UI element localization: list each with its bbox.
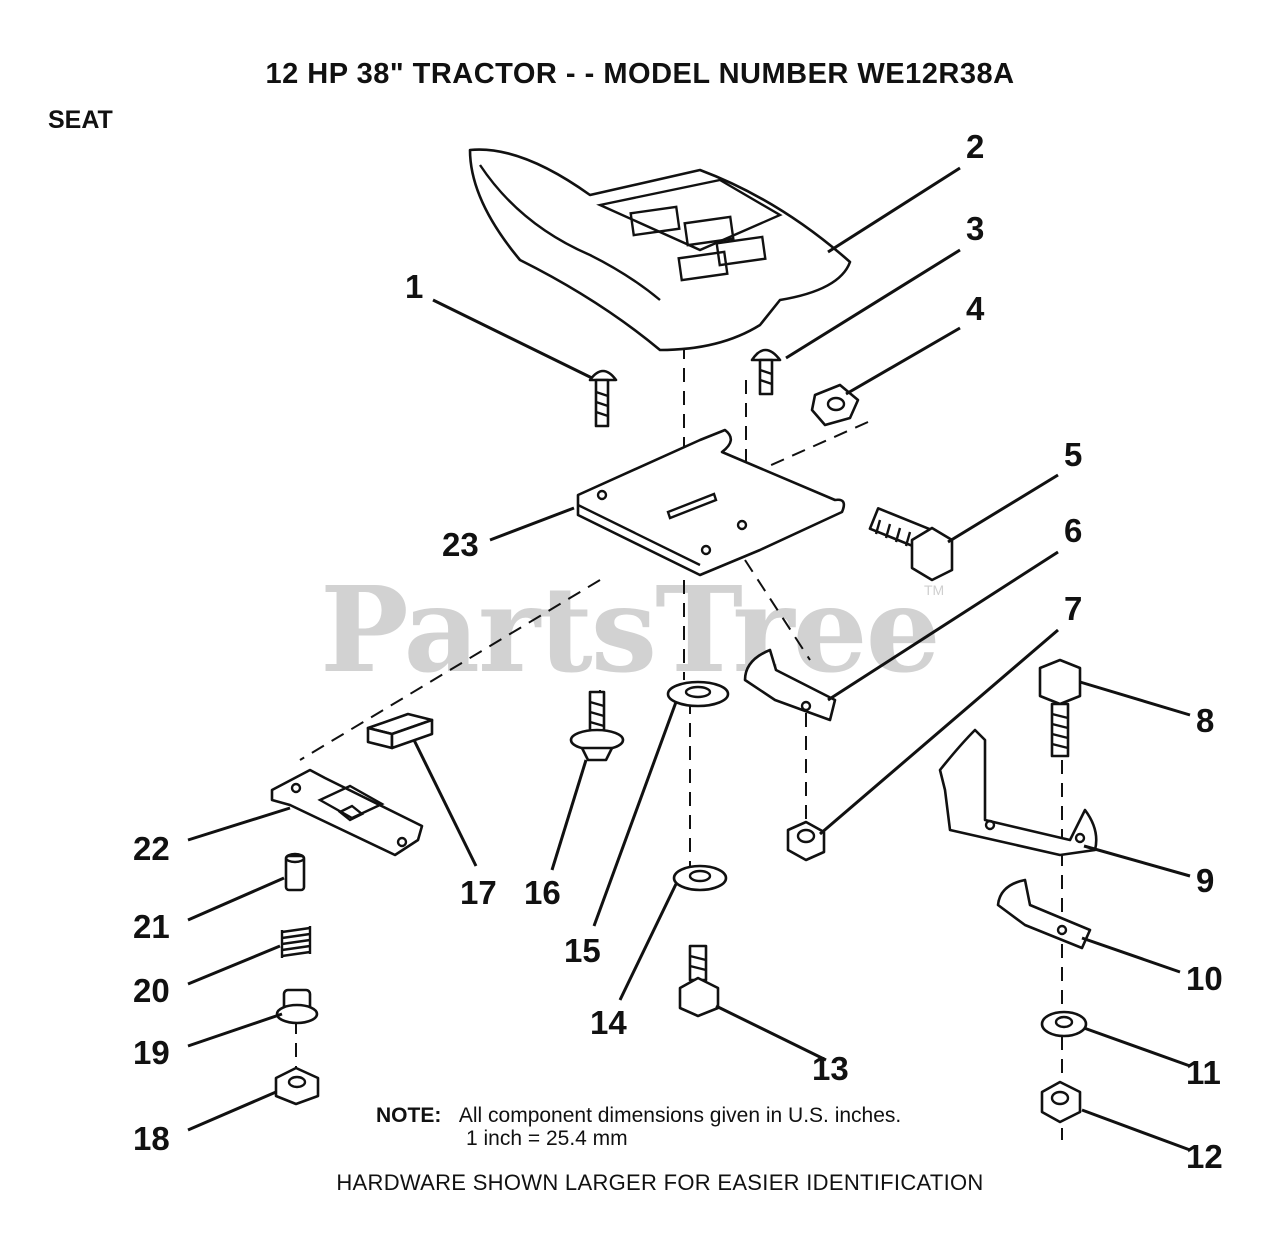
screw-part xyxy=(750,348,782,396)
nut-2-part xyxy=(1040,1080,1082,1124)
hex-bolt-part xyxy=(868,507,954,582)
hex-bolt-2-part xyxy=(678,944,720,1018)
pin-part xyxy=(284,852,306,892)
carriage-bolt-part xyxy=(588,369,618,428)
seat-part xyxy=(468,148,852,352)
callout-23: 23 xyxy=(442,526,479,563)
washer-3-part xyxy=(666,680,730,708)
callout-11: 11 xyxy=(1186,1054,1221,1091)
callout-14: 14 xyxy=(590,1004,627,1041)
callout-13: 13 xyxy=(812,1050,849,1087)
section-title: SEAT xyxy=(48,106,113,134)
callout-6: 6 xyxy=(1064,512,1083,549)
callout-10: 10 xyxy=(1186,960,1223,997)
callout-22: 22 xyxy=(133,830,170,867)
callout-21: 21 xyxy=(133,908,170,945)
washer-part xyxy=(1040,1010,1088,1038)
callout-7: 7 xyxy=(1064,590,1083,627)
shoulder-bolt-part xyxy=(1038,658,1082,758)
watermark-tm: TM xyxy=(924,582,945,598)
callout-2: 2 xyxy=(966,128,985,165)
clip-part xyxy=(743,648,837,722)
page-title: 12 HP 38" TRACTOR - - MODEL NUMBER WE12R… xyxy=(265,58,1015,90)
leader-lines xyxy=(187,166,1191,1152)
bushing-part xyxy=(275,988,319,1025)
slide-plate-part xyxy=(270,768,424,857)
callout-12: 12 xyxy=(1186,1138,1223,1175)
nut-part xyxy=(810,383,860,427)
spring-part xyxy=(280,926,312,958)
washer-2-part xyxy=(672,864,728,892)
flange-nut-part xyxy=(274,1066,320,1106)
key-block-part xyxy=(366,712,434,750)
lock-nut-part xyxy=(786,820,826,862)
callout-20: 20 xyxy=(133,972,170,1009)
callout-3: 3 xyxy=(966,210,985,247)
callout-5: 5 xyxy=(1064,436,1083,473)
clip-2-part xyxy=(996,878,1092,950)
note-block: NOTE: All component dimensions given in … xyxy=(376,1104,901,1127)
bracket-part xyxy=(938,728,1098,857)
note-line-1: All component dimensions given in U.S. i… xyxy=(458,1104,902,1127)
watermark: PartsTree xyxy=(320,560,941,699)
callout-4: 4 xyxy=(966,290,985,327)
callout-19: 19 xyxy=(133,1034,170,1071)
callout-1: 1 xyxy=(405,268,424,305)
note-line-2: 1 inch = 25.4 mm xyxy=(466,1127,628,1150)
note-label: NOTE: xyxy=(376,1104,442,1127)
hardware-note: HARDWARE SHOWN LARGER FOR EASIER IDENTIF… xyxy=(336,1170,984,1195)
callout-8: 8 xyxy=(1196,702,1215,739)
callout-16: 16 xyxy=(524,874,561,911)
seat-plate-part xyxy=(576,428,846,577)
callout-15: 15 xyxy=(564,932,601,969)
flange-bolt-part xyxy=(569,690,625,762)
callout-17: 17 xyxy=(460,874,497,911)
callout-18: 18 xyxy=(133,1120,170,1157)
callout-9: 9 xyxy=(1196,862,1215,899)
